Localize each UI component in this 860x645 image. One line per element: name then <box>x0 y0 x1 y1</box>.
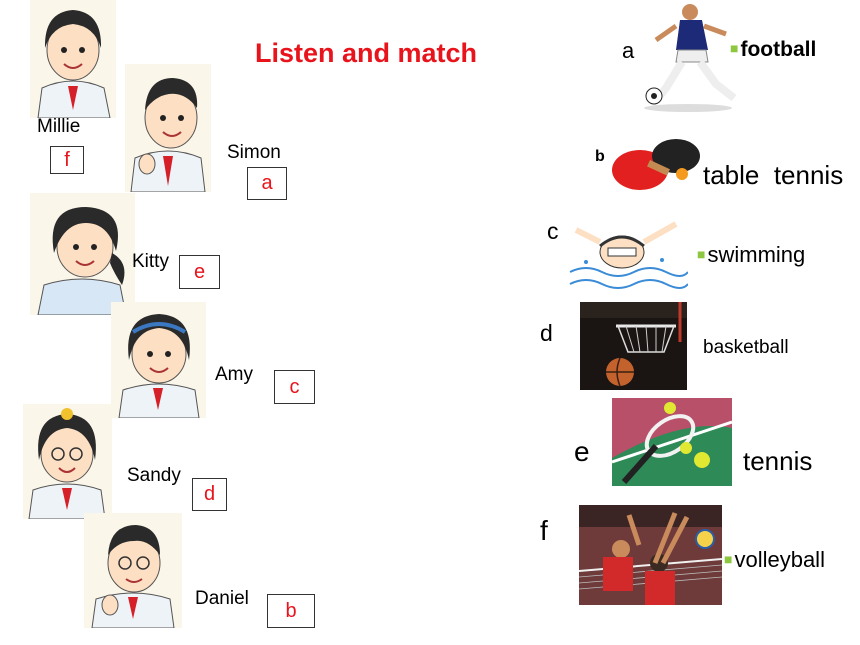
sport-name-basketball: basketball <box>703 337 789 358</box>
sandy-portrait <box>23 404 112 519</box>
daniel-portrait <box>84 513 182 628</box>
tennis-racket-image <box>612 398 732 486</box>
sport-name-football: ■football <box>730 38 817 61</box>
answer-box-kitty[interactable]: e <box>179 255 220 289</box>
student-name-daniel: Daniel <box>195 588 249 609</box>
bullet-icon: ■ <box>697 246 706 262</box>
sport-name-swimming: ■swimming <box>697 242 806 267</box>
bullet-icon: ■ <box>724 551 733 567</box>
amy-portrait <box>111 302 206 418</box>
answer-box-millie[interactable]: f <box>50 146 84 174</box>
table-tennis-paddles-image <box>606 136 710 196</box>
page-title: Listen and match <box>255 38 478 68</box>
sport-letter-a: a <box>622 38 635 63</box>
student-name-simon: Simon <box>227 142 281 163</box>
simon-portrait <box>125 64 211 192</box>
basketball-hoop-image <box>580 302 687 390</box>
student-name-kitty: Kitty <box>132 251 169 272</box>
bullet-icon: ■ <box>730 40 739 56</box>
swimming-cartoon-image <box>566 212 688 300</box>
kitty-portrait <box>30 193 135 315</box>
sport-letter-f: f <box>540 515 548 546</box>
student-name-millie: Millie <box>37 116 81 137</box>
answer-box-amy[interactable]: c <box>274 370 315 404</box>
volleyball-players-image <box>579 505 722 605</box>
answer-box-simon[interactable]: a <box>247 167 287 200</box>
answer-box-daniel[interactable]: b <box>267 594 315 628</box>
sport-name-tennis: tennis <box>743 446 813 476</box>
student-name-sandy: Sandy <box>127 465 181 486</box>
sport-letter-d: d <box>540 320 553 346</box>
sport-name-table-tennis: table tennis <box>703 160 844 190</box>
sport-letter-b: b <box>595 148 605 165</box>
millie-portrait <box>30 0 116 118</box>
football-player-image <box>636 0 740 112</box>
sport-letter-e: e <box>574 436 590 467</box>
sport-letter-c: c <box>547 218 559 244</box>
answer-box-sandy[interactable]: d <box>192 478 227 511</box>
student-name-amy: Amy <box>215 364 253 385</box>
sport-name-volleyball: ■volleyball <box>724 547 825 572</box>
